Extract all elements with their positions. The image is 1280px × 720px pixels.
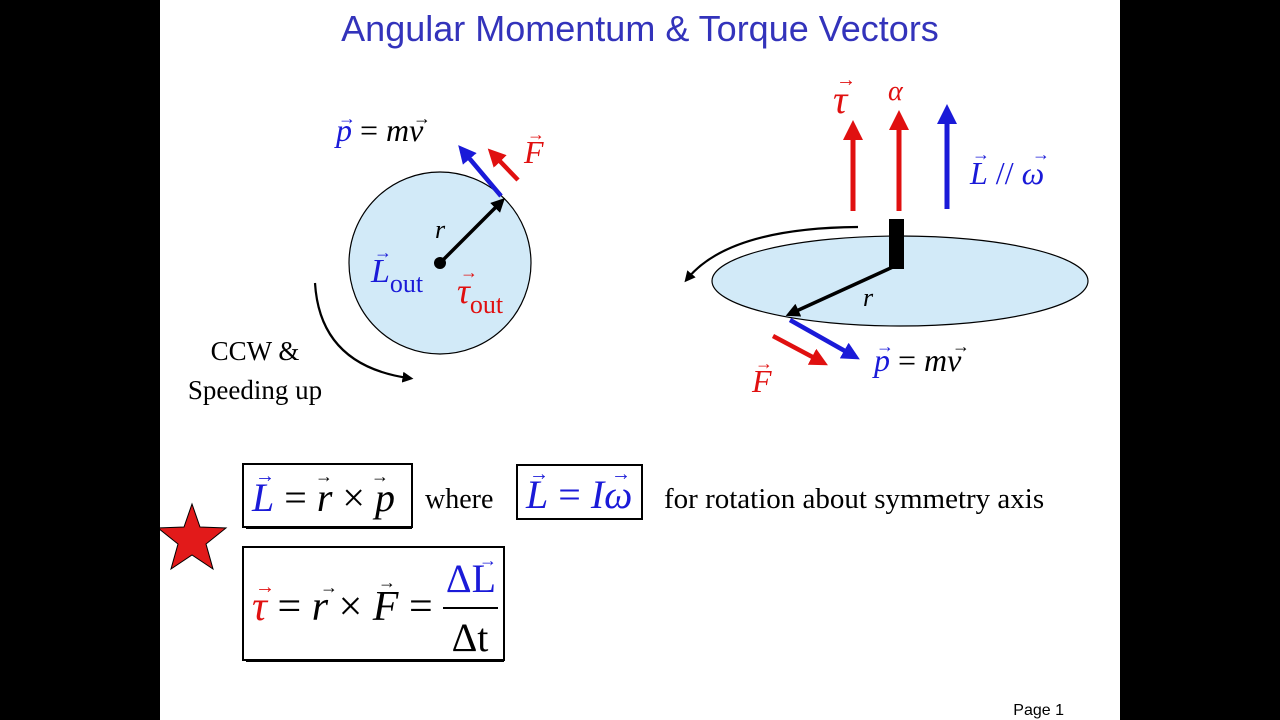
L-out-label: Lout: [370, 253, 424, 298]
left-momentum-label: p = mv: [334, 112, 424, 148]
vec-arrow-glyph: →: [255, 576, 275, 598]
vec-arrow-glyph: →: [755, 353, 773, 373]
vec-arrow-glyph: →: [371, 466, 389, 486]
axle: [889, 219, 904, 269]
left-force-label: F: [523, 134, 544, 170]
vec-arrow-glyph: →: [527, 124, 545, 144]
vec-arrow-glyph: →: [972, 144, 990, 164]
right-momentum-arrow: [788, 318, 860, 360]
force-arrow: [487, 148, 520, 182]
symmetry-axis-note: for rotation about symmetry axis: [664, 483, 1044, 515]
vec-arrow-glyph: →: [315, 466, 333, 486]
torque-equation: τ = r × F =: [252, 584, 433, 630]
right-tau-label: τ: [833, 77, 849, 122]
vec-arrow-glyph: →: [836, 69, 856, 91]
slide-title: Angular Momentum & Torque Vectors: [341, 8, 939, 49]
where-text: where: [425, 484, 493, 515]
right-momentum-label: p = mv: [872, 342, 962, 378]
left-diagram: p = mv → → F → r Lout → τout → CCW & Spe…: [188, 108, 545, 405]
slide: Angular Momentum & Torque Vectors: [160, 0, 1120, 720]
right-force-label: F: [751, 363, 772, 399]
L-definition-equation: L = r × p: [251, 475, 395, 520]
fraction-denominator: Δt: [452, 615, 489, 660]
rotation-caption-line1: CCW &: [211, 336, 300, 366]
vec-arrow-glyph: →: [255, 465, 275, 487]
vec-arrow-glyph: →: [378, 572, 396, 592]
right-radius-label: r: [863, 283, 874, 312]
alpha-label: α: [888, 76, 904, 107]
star-icon: [160, 502, 228, 571]
vec-arrow-glyph: →: [876, 336, 894, 356]
vec-arrow-glyph: →: [320, 577, 338, 597]
vec-arrow-glyph: →: [529, 463, 549, 485]
vec-arrow-glyph: →: [460, 262, 478, 282]
fraction-numerator: ΔL: [446, 556, 496, 601]
tau-out-label: τout: [457, 271, 504, 319]
rotation-caption-line2: Speeding up: [188, 375, 322, 405]
L-I-omega-box: [516, 464, 643, 520]
right-force-arrow: [771, 334, 828, 366]
L-definition-box: [242, 463, 413, 528]
momentum-arrow: [458, 145, 503, 198]
equations: L = r × p → → → where L = Iω → → for rot…: [160, 463, 1044, 662]
vec-arrow-glyph: →: [374, 242, 392, 262]
L-parallel-omega-label: L // ω: [969, 155, 1044, 191]
vec-arrow-glyph: →: [413, 108, 431, 128]
vec-arrow-glyph: →: [952, 336, 970, 356]
L-I-omega-equation: L = Iω: [525, 472, 632, 517]
physics-diagram: p = mv → → F → r Lout → τout → CCW & Spe…: [160, 69, 1089, 662]
vec-arrow-glyph: →: [338, 108, 356, 128]
right-radius-vector: [785, 264, 896, 317]
vec-arrow-glyph: →: [611, 463, 631, 485]
torque-box: [242, 546, 505, 661]
vec-arrow-glyph: →: [479, 550, 497, 570]
vec-arrow-glyph: →: [1032, 144, 1050, 164]
ccw-rotation-arrow: [313, 282, 414, 383]
rotation-direction-arrow: [684, 225, 859, 283]
left-radius-label: r: [435, 215, 446, 244]
page-number: Page 1: [1013, 702, 1064, 719]
right-diagram: τ → α L // ω → → r F → p = mv → →: [684, 69, 1089, 399]
radius-vector: [438, 198, 505, 265]
